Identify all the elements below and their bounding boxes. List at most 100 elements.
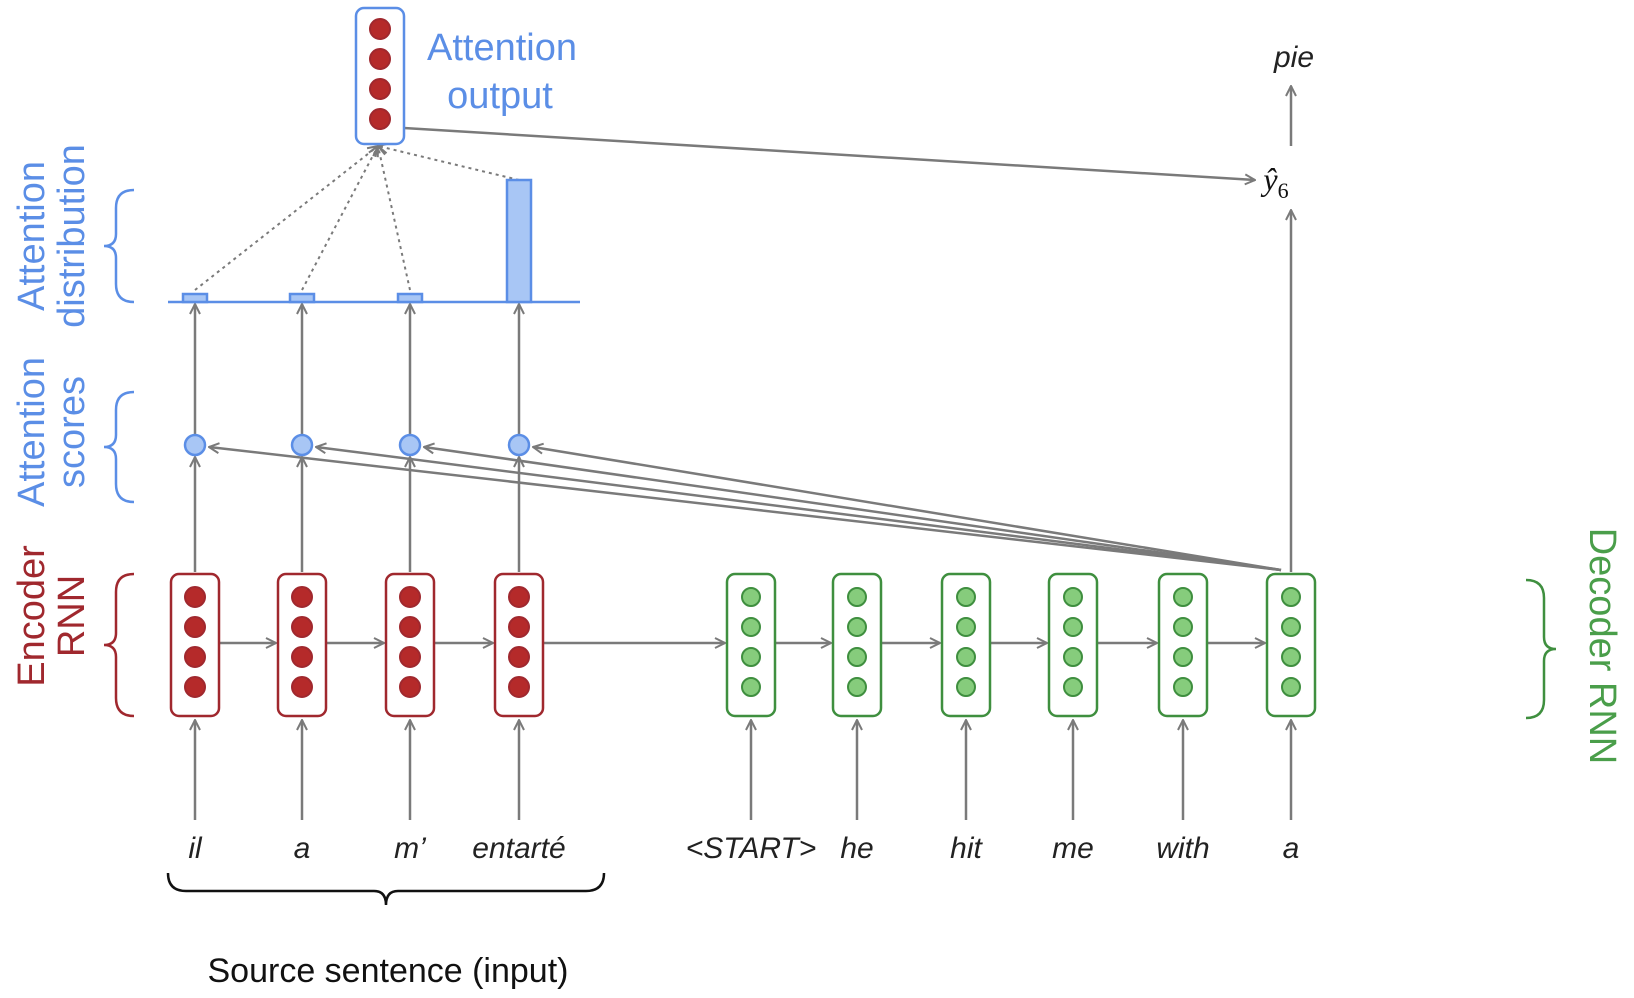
decoder-cell-3-box — [940, 572, 992, 718]
attention-weight-bar-1 — [181, 292, 209, 304]
encoder-cell-2-unit-4 — [291, 676, 313, 698]
decoder-cell-1-unit-2 — [741, 617, 761, 637]
decoder-cell-2-unit-2 — [847, 617, 867, 637]
encoder-cell-4-unit-3 — [508, 646, 530, 668]
decoder-rnn-label: Decoder RNN — [1581, 528, 1623, 765]
decoder-to-score-arrow-3 — [424, 447, 1282, 572]
attention-distribution-label-line2: distribution — [51, 144, 93, 328]
braces-layer — [103, 188, 1557, 906]
encoder-rnn-label-line1: Encoder — [11, 545, 53, 687]
attention-scores-brace — [103, 390, 135, 504]
decoder-cell-6-unit-2 — [1281, 617, 1301, 637]
encoder-cell-2-box — [276, 572, 328, 718]
decoder-to-score-arrow-1 — [209, 447, 1282, 572]
decoder-cell-6-unit-1 — [1281, 587, 1301, 607]
encoder-cell-4-unit-4 — [508, 676, 530, 698]
decoder-to-score-arrow-2 — [316, 447, 1282, 572]
source-sentence-brace — [166, 872, 606, 906]
encoder-cell-2 — [276, 572, 328, 718]
decoder-to-score-arrow-4 — [533, 447, 1282, 572]
attention-score-3 — [398, 433, 422, 457]
attention-output-label-line1: Attention — [427, 27, 577, 69]
predicted-word: pie — [1273, 41, 1314, 74]
decoder-rnn-brace — [1525, 578, 1557, 720]
encoder-rnn-label-line2: RNN — [51, 575, 93, 657]
source-sentence-caption: Source sentence (input) — [208, 952, 569, 990]
attention-weight-bar-3 — [396, 292, 424, 304]
decoder-cell-1-unit-3 — [741, 647, 761, 667]
encoder-cell-2-unit-1 — [291, 586, 313, 608]
decoder-cell-3-unit-3 — [956, 647, 976, 667]
encoder-cell-1-unit-3 — [184, 646, 206, 668]
attention-output-unit-2 — [369, 48, 391, 70]
attention-score-circles — [183, 433, 531, 457]
encoder-cell-1-unit-2 — [184, 616, 206, 638]
encoder-cell-4 — [493, 572, 545, 718]
decoder-cell-1-box — [725, 572, 777, 718]
attention-weight-bar-2 — [288, 292, 316, 304]
arrows-layer — [195, 86, 1291, 820]
encoder-cell-3-unit-3 — [399, 646, 421, 668]
encoder-word-2: a — [294, 832, 311, 865]
attention-output-unit-3 — [369, 78, 391, 100]
encoder-cell-1-unit-1 — [184, 586, 206, 608]
attention-output-box — [354, 6, 406, 146]
decoder-word-6: a — [1283, 832, 1300, 865]
decoder-cell-2-box — [831, 572, 883, 718]
decoder-cell-6-unit-3 — [1281, 647, 1301, 667]
attention-output-label-line2: output — [447, 75, 553, 117]
encoder-word-4: entarté — [472, 832, 565, 865]
decoder-cell-1 — [725, 572, 777, 718]
decoder-word-5: with — [1156, 832, 1209, 865]
decoder-cell-6 — [1265, 572, 1317, 718]
decoder-cell-6-box — [1265, 572, 1317, 718]
attention-output-unit-4 — [369, 108, 391, 130]
yhat-label: ŷ6 — [1260, 161, 1288, 203]
encoder-cells — [169, 572, 545, 718]
encoder-cell-1-box — [169, 572, 221, 718]
attention-distribution-bars — [168, 178, 580, 304]
attention-distribution-brace — [103, 188, 135, 304]
decoder-cell-3 — [940, 572, 992, 718]
attention-output-vector — [354, 6, 406, 146]
decoder-cell-3-unit-4 — [956, 677, 976, 697]
encoder-cell-4-unit-2 — [508, 616, 530, 638]
attention-output-to-yhat-arrow — [403, 126, 1255, 180]
decoder-cell-2-unit-3 — [847, 647, 867, 667]
decoder-word-4: me — [1052, 832, 1094, 865]
dist-to-output-dotted-arrow-3 — [378, 146, 411, 291]
attention-score-2 — [290, 433, 314, 457]
decoder-cell-4-unit-4 — [1063, 677, 1083, 697]
decoder-cell-5-unit-4 — [1173, 677, 1193, 697]
encoder-cell-3-unit-2 — [399, 616, 421, 638]
attention-distribution-label-line1: Attention — [11, 161, 53, 311]
encoder-cell-3-unit-1 — [399, 586, 421, 608]
decoder-cell-3-unit-2 — [956, 617, 976, 637]
encoder-rnn-brace — [103, 572, 135, 718]
decoder-cell-5-unit-2 — [1173, 617, 1193, 637]
decoder-cell-4-unit-3 — [1063, 647, 1083, 667]
attention-scores-label-line1: Attention — [11, 357, 53, 507]
dist-to-output-dotted-arrow-2 — [301, 146, 378, 291]
encoder-word-3: m’ — [394, 832, 427, 865]
encoder-cell-4-unit-1 — [508, 586, 530, 608]
encoder-cell-3-box — [384, 572, 436, 718]
decoder-cell-1-unit-1 — [741, 587, 761, 607]
decoder-word-3: hit — [950, 832, 983, 865]
decoder-cell-2-unit-1 — [847, 587, 867, 607]
decoder-cell-4-unit-2 — [1063, 617, 1083, 637]
decoder-cell-3-unit-1 — [956, 587, 976, 607]
decoder-cell-5-unit-1 — [1173, 587, 1193, 607]
encoder-cell-4-box — [493, 572, 545, 718]
decoder-cell-5 — [1157, 572, 1209, 718]
encoder-cell-1 — [169, 572, 221, 718]
dist-to-output-dotted-arrow-1 — [194, 146, 378, 291]
decoder-word-1: <START> — [686, 832, 817, 865]
decoder-cells — [725, 572, 1317, 718]
encoder-word-1: il — [188, 832, 203, 865]
encoder-cell-3-unit-4 — [399, 676, 421, 698]
encoder-cell-2-unit-2 — [291, 616, 313, 638]
decoder-cell-4-box — [1047, 572, 1099, 718]
decoder-cell-5-unit-3 — [1173, 647, 1193, 667]
